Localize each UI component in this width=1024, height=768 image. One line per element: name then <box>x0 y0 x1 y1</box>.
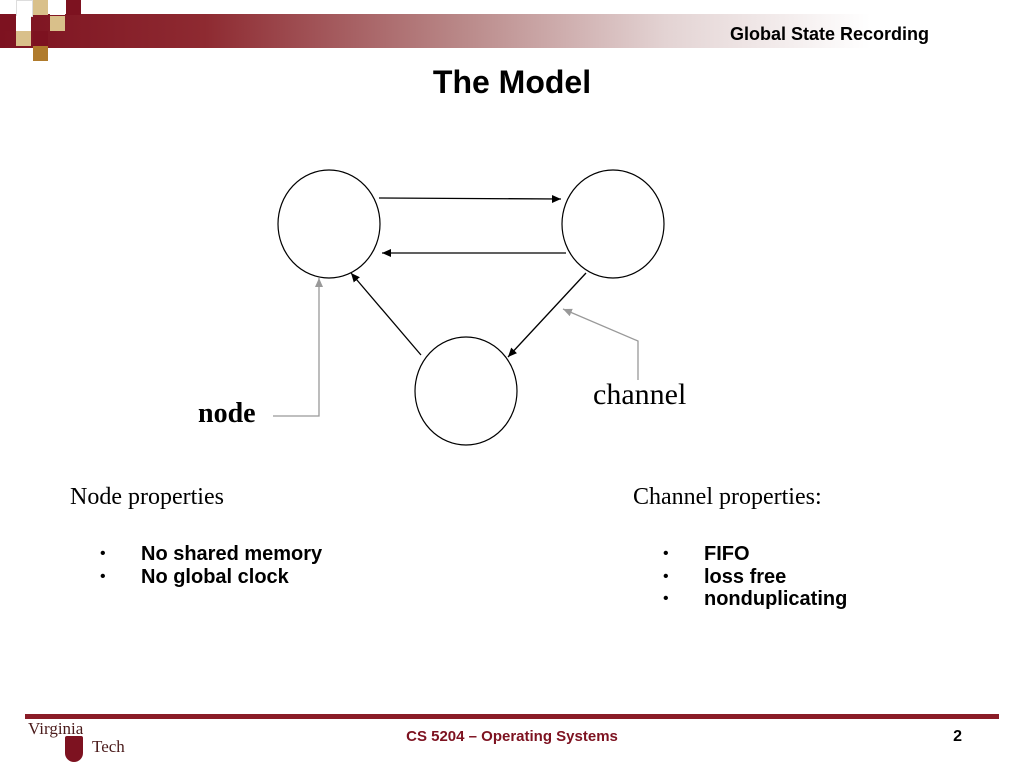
logo-word-virginia: Virginia <box>28 719 84 738</box>
slide-title: The Model <box>432 64 592 100</box>
footer-course-title: CS 5204 – Operating Systems <box>406 728 618 745</box>
node-properties-heading: Node properties <box>70 484 224 510</box>
node-label: node <box>198 398 256 429</box>
channel-properties-heading: Channel properties: <box>633 484 822 510</box>
logo-word-tech: Tech <box>92 737 125 756</box>
virginia-tech-logo: Virginia Tech <box>24 719 139 765</box>
channel-properties-list: FIFO loss free nonduplicating <box>663 543 847 611</box>
deck-title: Global State Recording <box>729 24 929 44</box>
node-properties-list: No shared memory No global clock <box>100 543 322 588</box>
footer-divider <box>25 714 999 719</box>
channel-right-to-bottom <box>507 272 587 358</box>
page-number: 2 <box>953 728 962 745</box>
list-item: loss free <box>663 566 847 589</box>
right-node <box>561 169 665 279</box>
list-item: No shared memory <box>100 543 322 566</box>
left-node <box>277 169 381 279</box>
list-item: nonduplicating <box>663 588 847 611</box>
channel-left-to-right <box>378 194 562 203</box>
bottom-node <box>414 336 518 446</box>
channel-bottom-to-left <box>350 272 422 356</box>
header-squares-logo <box>0 0 81 62</box>
node-callout-arrow <box>273 278 323 417</box>
channel-label: channel <box>593 378 687 411</box>
list-item: FIFO <box>663 543 847 566</box>
channel-callout-arrow <box>562 308 639 380</box>
shield-icon <box>65 736 83 762</box>
list-item: No global clock <box>100 566 322 589</box>
header-band <box>0 14 1024 48</box>
